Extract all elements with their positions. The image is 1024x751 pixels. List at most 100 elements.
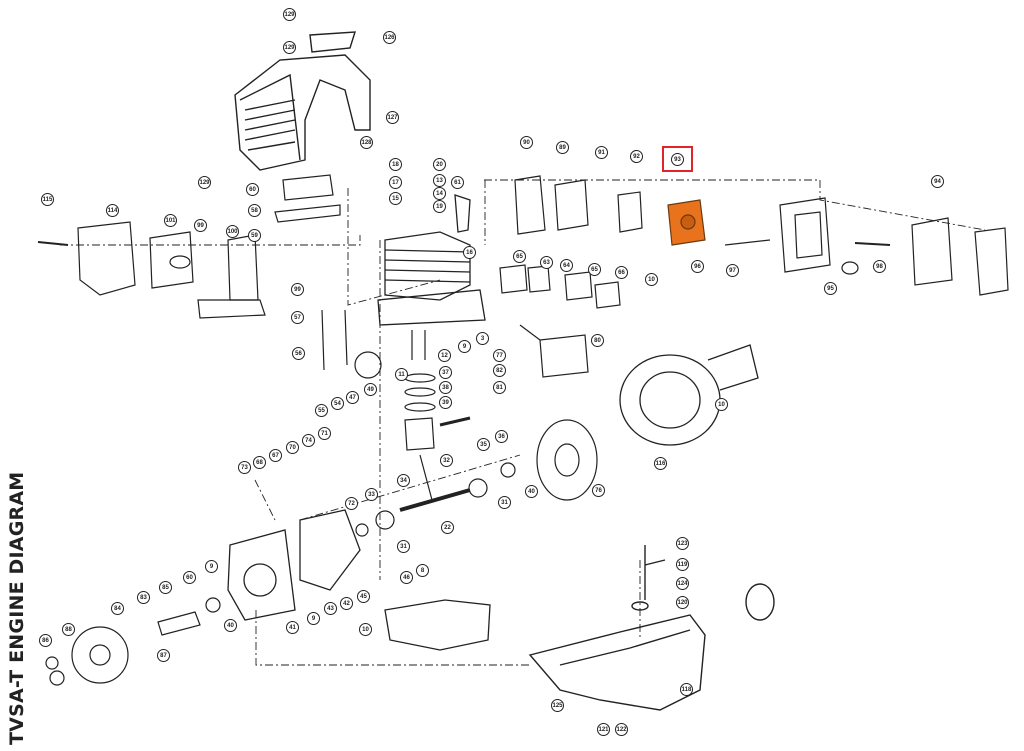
part-callout-31: 31 xyxy=(498,496,511,509)
part-callout-89: 89 xyxy=(556,141,569,154)
part-callout-14: 14 xyxy=(433,187,446,200)
part-callout-96: 96 xyxy=(691,260,704,273)
part-callout-129: 129 xyxy=(198,176,211,189)
part-callout-64: 64 xyxy=(560,259,573,272)
part-callout-65: 65 xyxy=(513,250,526,263)
part-callout-97: 97 xyxy=(726,264,739,277)
part-callout-17: 17 xyxy=(389,176,402,189)
part-callout-68: 68 xyxy=(253,456,266,469)
part-callout-46: 46 xyxy=(400,571,413,584)
part-callout-45: 45 xyxy=(357,590,370,603)
part-callout-43: 43 xyxy=(324,602,337,615)
part-callout-85: 85 xyxy=(159,581,172,594)
part-callout-40: 40 xyxy=(224,619,237,632)
air-filter-assembly xyxy=(724,197,1009,296)
part-callout-82: 82 xyxy=(493,364,506,377)
part-callout-115: 115 xyxy=(41,193,54,206)
part-callout-70: 70 xyxy=(286,441,299,454)
part-callout-95: 95 xyxy=(824,282,837,295)
part-callout-99: 99 xyxy=(291,283,304,296)
part-callout-81: 81 xyxy=(493,381,506,394)
part-callout-9: 9 xyxy=(307,612,320,625)
part-callout-76: 76 xyxy=(592,484,605,497)
part-callout-65: 65 xyxy=(588,263,601,276)
part-callout-60: 60 xyxy=(246,183,259,196)
part-callout-114: 114 xyxy=(106,204,119,217)
part-callout-92: 92 xyxy=(630,150,643,163)
part-callout-12: 12 xyxy=(438,349,451,362)
crankcase xyxy=(227,509,491,651)
part-callout-72: 72 xyxy=(345,497,358,510)
part-callout-128: 128 xyxy=(360,136,373,149)
part-callout-38: 38 xyxy=(439,381,452,394)
part-callout-87: 87 xyxy=(157,649,170,662)
selected-part-highlight-box xyxy=(662,146,693,172)
cylinder xyxy=(377,194,486,326)
part-callout-126: 126 xyxy=(383,31,396,44)
part-callout-129: 129 xyxy=(283,8,296,21)
part-callout-94: 94 xyxy=(931,175,944,188)
part-callout-40: 40 xyxy=(525,485,538,498)
part-callout-35: 35 xyxy=(477,438,490,451)
shroud-plate xyxy=(274,174,341,223)
diagram-title: TVSA-T ENGINE DIAGRAM xyxy=(6,471,28,745)
part-callout-11: 11 xyxy=(395,368,408,381)
part-callout-77: 77 xyxy=(493,349,506,362)
part-callout-66: 66 xyxy=(615,266,628,279)
intake-parts xyxy=(499,175,643,309)
part-callout-56: 56 xyxy=(292,347,305,360)
assembly-lines xyxy=(60,179,986,666)
part-callout-123: 123 xyxy=(676,537,689,550)
part-callout-116: 116 xyxy=(654,457,667,470)
part-callout-9: 9 xyxy=(205,560,218,573)
part-callout-15: 15 xyxy=(389,192,402,205)
part-callout-42: 42 xyxy=(340,597,353,610)
part-callout-3: 3 xyxy=(476,332,489,345)
part-callout-120: 120 xyxy=(676,596,689,609)
part-callout-32: 32 xyxy=(440,454,453,467)
part-callout-13: 13 xyxy=(433,174,446,187)
muffler-assembly xyxy=(37,221,266,319)
part-callout-41: 41 xyxy=(286,621,299,634)
part-callout-71: 71 xyxy=(318,427,331,440)
part-callout-118: 118 xyxy=(680,683,693,696)
part-callout-127: 127 xyxy=(386,111,399,124)
part-callout-57: 57 xyxy=(291,311,304,324)
part-callout-90: 90 xyxy=(520,136,533,149)
part-callout-55: 55 xyxy=(315,404,328,417)
part-callout-74: 74 xyxy=(302,434,315,447)
part-callout-10: 10 xyxy=(715,398,728,411)
part-callout-61: 61 xyxy=(451,176,464,189)
part-callout-59: 59 xyxy=(248,229,261,242)
part-callout-36: 36 xyxy=(495,430,508,443)
part-callout-100: 100 xyxy=(226,225,239,238)
part-callout-19: 19 xyxy=(433,200,446,213)
part-callout-88: 88 xyxy=(62,623,75,636)
part-callout-122: 122 xyxy=(615,723,628,736)
part-callout-63: 63 xyxy=(540,256,553,269)
part-callout-83: 83 xyxy=(137,591,150,604)
valve-train xyxy=(321,309,436,412)
part-callout-119: 119 xyxy=(676,558,689,571)
part-callout-91: 91 xyxy=(595,146,608,159)
part-callout-80: 80 xyxy=(591,334,604,347)
part-callout-31: 31 xyxy=(397,540,410,553)
part-callout-8: 8 xyxy=(416,564,429,577)
part-callout-93: 93 xyxy=(671,153,684,166)
part-callout-125: 125 xyxy=(551,699,564,712)
part-callout-49: 49 xyxy=(364,383,377,396)
part-callout-18: 18 xyxy=(389,158,402,171)
part-callout-67: 67 xyxy=(269,449,282,462)
part-callout-84: 84 xyxy=(111,602,124,615)
part-callout-34: 34 xyxy=(397,474,410,487)
part-callout-60: 60 xyxy=(183,571,196,584)
carburetor-93 xyxy=(667,199,706,246)
part-callout-98: 98 xyxy=(873,260,886,273)
recoil-starter xyxy=(619,344,759,446)
part-callout-124: 124 xyxy=(676,577,689,590)
part-callout-73: 73 xyxy=(238,461,251,474)
flywheel xyxy=(536,419,598,501)
part-callout-9: 9 xyxy=(458,340,471,353)
engine-cover xyxy=(234,31,371,171)
